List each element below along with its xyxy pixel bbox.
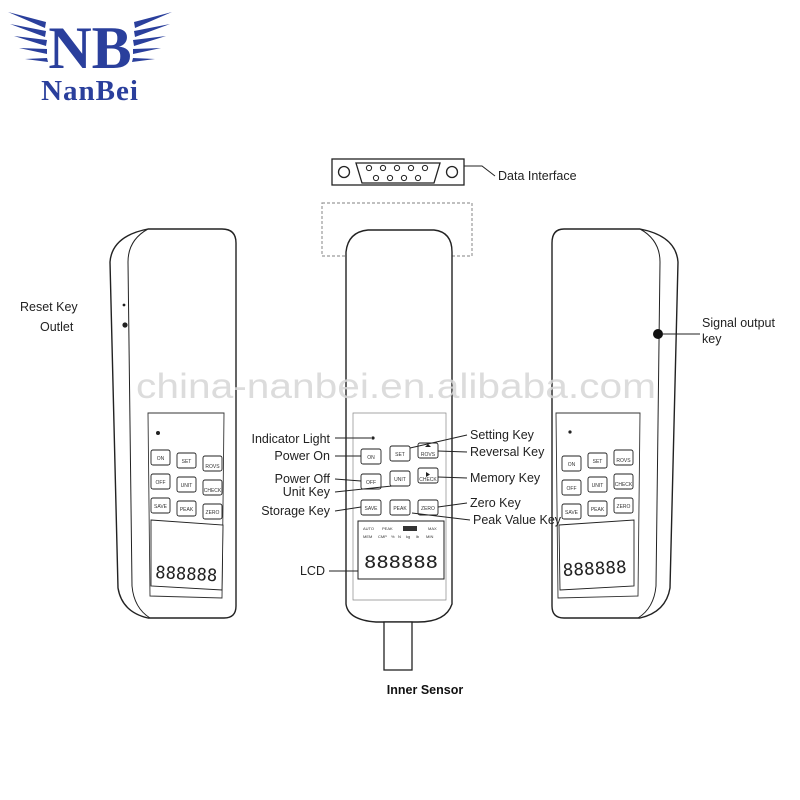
svg-text:ZERO: ZERO xyxy=(206,510,220,516)
signal-output-label-2: key xyxy=(702,332,722,346)
svg-text:CMP: CMP xyxy=(378,534,387,539)
svg-text:ON: ON xyxy=(367,455,375,461)
logo-name: NanBei xyxy=(41,75,139,107)
svg-text:ZERO: ZERO xyxy=(617,504,631,510)
svg-text:UNIT: UNIT xyxy=(181,483,193,489)
logo-mark: NB xyxy=(48,15,131,81)
zero-key-label: Zero Key xyxy=(470,496,521,510)
setting-key-label: Setting Key xyxy=(470,428,535,442)
svg-text:ROVS: ROVS xyxy=(421,452,436,458)
svg-text:lb: lb xyxy=(416,534,420,539)
svg-text:ROVS: ROVS xyxy=(205,464,220,470)
svg-text:OFF: OFF xyxy=(567,486,577,492)
unit-key-label: Unit Key xyxy=(283,485,331,499)
svg-text:ON: ON xyxy=(568,462,576,468)
svg-text:OFF: OFF xyxy=(366,480,376,486)
reversal-key-label: Reversal Key xyxy=(470,445,545,459)
right-lcd-digits: 888888 xyxy=(562,558,627,581)
svg-text:MAX: MAX xyxy=(428,526,437,531)
nanbei-logo: NB NanBei xyxy=(8,12,172,107)
svg-text:%: % xyxy=(391,534,395,539)
device-middle: ON SET ROVS OFF UNIT CHECK SAVE PEAK ZER… xyxy=(345,229,453,671)
svg-text:kg: kg xyxy=(406,534,410,539)
reset-key-label: Reset Key xyxy=(20,300,78,314)
svg-text:SAVE: SAVE xyxy=(365,506,379,512)
outlet-label: Outlet xyxy=(40,320,74,334)
svg-text:UNIT: UNIT xyxy=(592,483,604,489)
data-interface-connector xyxy=(321,158,496,257)
svg-text:PEAK: PEAK xyxy=(382,526,393,531)
wing-left-icon xyxy=(8,12,48,62)
svg-text:CHECK: CHECK xyxy=(204,488,222,494)
device-left: ON SET ROVS OFF UNIT CHECK SAVE PEAK ZER… xyxy=(109,228,237,619)
svg-text:AUTO: AUTO xyxy=(363,526,374,531)
svg-text:N: N xyxy=(398,534,401,539)
svg-text:CHECK: CHECK xyxy=(615,482,633,488)
svg-text:UNIT: UNIT xyxy=(394,477,406,483)
left-lcd-digits: 888888 xyxy=(155,563,218,586)
power-on-label: Power On xyxy=(274,449,330,463)
svg-text:PEAK: PEAK xyxy=(180,507,194,513)
svg-text:SET: SET xyxy=(593,459,603,465)
svg-text:PEAK: PEAK xyxy=(393,506,407,512)
outlet-callout xyxy=(122,322,128,328)
signal-output-label-1: Signal output xyxy=(702,316,776,330)
svg-text:SAVE: SAVE xyxy=(565,510,579,516)
svg-text:OFF: OFF xyxy=(156,480,166,486)
left-keypad xyxy=(150,449,223,520)
callout-leaders xyxy=(329,434,471,572)
svg-text:MIN: MIN xyxy=(426,534,433,539)
svg-text:SET: SET xyxy=(182,459,192,465)
middle-lcd-indicators: AUTO PEAK MAX MEM CMP % N kg lb MIN xyxy=(363,526,437,539)
indicator-light-label: Indicator Light xyxy=(251,432,330,446)
middle-keypad xyxy=(360,442,439,516)
svg-text:MEM: MEM xyxy=(363,534,372,539)
data-interface-label: Data Interface xyxy=(498,169,577,183)
peak-value-key-label: Peak Value Key xyxy=(473,513,562,527)
right-keypad xyxy=(561,449,634,520)
svg-text:ROVS: ROVS xyxy=(616,458,631,464)
power-off-label: Power Off xyxy=(275,472,331,486)
svg-text:ZERO: ZERO xyxy=(421,506,435,512)
svg-text:PEAK: PEAK xyxy=(591,507,605,513)
storage-key-label: Storage Key xyxy=(261,504,331,518)
watermark-text: china-nanbei.en.alibaba.com xyxy=(136,367,656,406)
reset-key-callout xyxy=(122,303,126,307)
svg-text:ON: ON xyxy=(157,456,165,462)
lcd-label: LCD xyxy=(300,564,325,578)
device-right: ON SET ROVS OFF UNIT CHECK SAVE PEAK ZER… xyxy=(551,228,679,619)
svg-text:CHECK: CHECK xyxy=(419,477,437,483)
memory-key-label: Memory Key xyxy=(470,471,541,485)
svg-text:SET: SET xyxy=(395,452,405,458)
wing-right-icon xyxy=(132,12,172,62)
middle-lcd-digits: 888888 xyxy=(364,553,438,573)
svg-text:SAVE: SAVE xyxy=(154,504,168,510)
inner-sensor-label: Inner Sensor xyxy=(387,683,464,697)
